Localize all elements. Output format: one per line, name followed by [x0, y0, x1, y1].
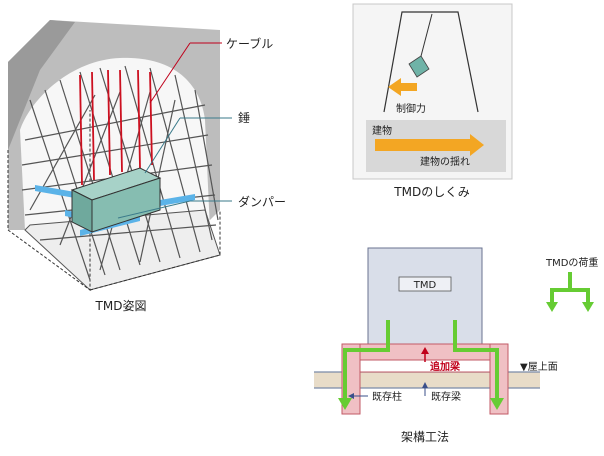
mechanism-caption: TMDのしくみ	[393, 185, 469, 199]
building-label: 建物	[372, 124, 392, 137]
control-force-arrow-icon	[388, 78, 417, 96]
damper-callout: ダンパー	[238, 194, 286, 209]
load-path-arrows	[343, 320, 499, 402]
load-legend-icon	[550, 272, 590, 304]
added-beam-label: 追加梁	[430, 360, 461, 373]
building-sway-arrow-icon	[375, 134, 484, 156]
tmd-isometric-figure: ケーブル 錘 ダンパー TMD姿図	[7, 20, 286, 313]
weight-callout: 錘	[238, 110, 250, 125]
tmd-weight-icon	[408, 55, 430, 78]
left-figure-caption: TMD姿図	[95, 299, 147, 313]
existing-column-label: 既存柱	[372, 390, 402, 403]
cable-callout: ケーブル	[226, 36, 273, 51]
cables	[79, 69, 153, 186]
floor-slab	[314, 372, 540, 388]
weight-block	[70, 167, 162, 233]
roof-level-label: ▼屋上面	[520, 361, 558, 373]
pendulum-frame	[383, 11, 479, 113]
load-legend-label: TMDの荷重	[545, 256, 598, 269]
tmd-box-label: TMD	[413, 280, 437, 291]
pendulum-wire	[419, 13, 433, 61]
construction-caption: 架構工法	[401, 430, 449, 444]
tmd-mechanism-figure: 制御力 建物 建物の揺れ TMDのしくみ	[352, 3, 513, 199]
existing-beam-label: 既存梁	[431, 390, 461, 403]
frame-construction-figure: TMD 追加梁 ▼屋上面 既存柱 既存梁 TMDの荷重	[314, 247, 598, 444]
control-force-label: 制御力	[396, 102, 426, 115]
tmd-box-label-frame	[398, 276, 452, 292]
tmd-box	[367, 247, 483, 345]
building-sway-label: 建物の揺れ	[420, 155, 470, 168]
callout-lines	[117, 42, 232, 219]
